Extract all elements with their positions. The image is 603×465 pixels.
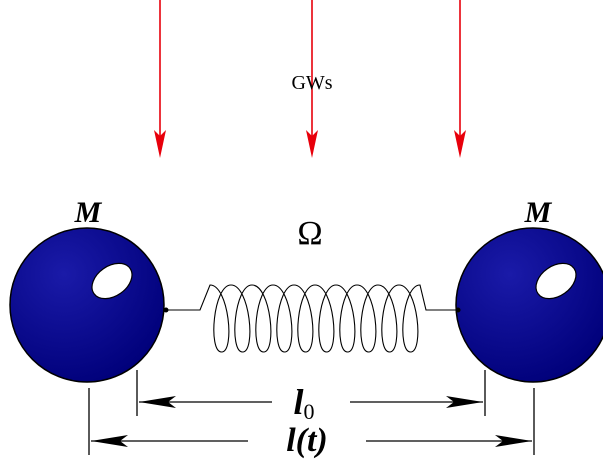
- mass-left-highlight: [91, 262, 133, 300]
- mass-left: [9, 227, 165, 383]
- mass-right: [455, 227, 603, 383]
- rest-length-label: l0: [293, 382, 314, 424]
- gw-arrow-left: [154, 0, 166, 158]
- length-dimension: [88, 388, 535, 455]
- spring-label: Ω: [297, 215, 322, 252]
- spring: [163, 284, 461, 353]
- gw-arrow-center: [306, 0, 318, 158]
- rest-length-symbol: l: [293, 382, 303, 422]
- length-label: l(t): [286, 422, 328, 459]
- mass-right-label: M: [524, 196, 553, 229]
- rest-length-dimension: [136, 370, 486, 416]
- mass-left-label: M: [74, 196, 103, 229]
- rest-length-subscript: 0: [304, 399, 315, 424]
- gw-arrow-right: [454, 0, 466, 158]
- mass-right-highlight: [535, 262, 577, 300]
- gw-label: GWs: [291, 72, 332, 94]
